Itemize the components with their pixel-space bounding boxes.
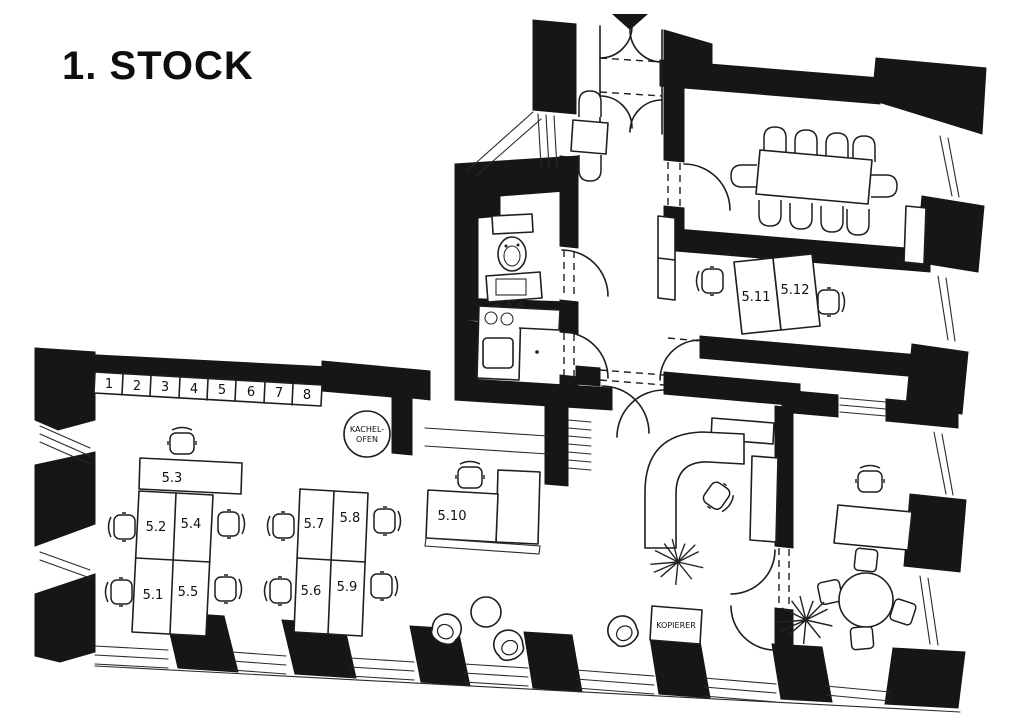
locker-8: 8 <box>303 388 311 403</box>
entrance-double-door <box>599 25 663 135</box>
conference-table <box>755 149 873 205</box>
desk-label-5-9: 5.9 <box>337 580 358 595</box>
toilet-tank <box>491 213 534 235</box>
stove-burner <box>500 312 514 326</box>
desk-cluster-a: 5.3 5.2 5.4 5.1 5.5 <box>104 426 246 637</box>
desk-label-5-3: 5.3 <box>162 471 183 486</box>
locker-5: 5 <box>218 383 226 398</box>
stove-burner <box>484 311 498 325</box>
divider-doors <box>730 548 790 651</box>
hall-double-door <box>599 369 665 438</box>
hall-table <box>570 119 609 155</box>
hall-cabinets <box>657 215 676 301</box>
curved-desk <box>644 431 745 549</box>
desk <box>833 504 913 551</box>
sideboard <box>903 205 927 265</box>
desk-cluster-b: 5.7 5.8 5.6 5.9 <box>263 488 402 637</box>
copier-label: KOPIERER <box>656 621 696 630</box>
walls <box>34 19 987 709</box>
desk-label-5-2: 5.2 <box>146 520 167 535</box>
kitchen-sink <box>482 337 514 369</box>
kitchen-door-arc <box>561 331 609 379</box>
locker-row: 1 2 3 4 5 6 7 8 <box>93 371 323 407</box>
copier: KOPIERER <box>649 605 703 645</box>
conference-door-arc <box>683 163 731 211</box>
lounge-area <box>426 596 529 666</box>
wc-door-arc <box>561 249 609 297</box>
facade-edge <box>94 665 961 713</box>
wc-fixtures <box>485 213 543 309</box>
desk-5-10: 5.10 <box>424 427 549 555</box>
desk-label-5-11: 5.11 <box>742 290 771 305</box>
office-door-arc <box>659 339 701 381</box>
desk-label-5-10: 5.10 <box>438 509 467 524</box>
locker-2: 2 <box>133 379 141 394</box>
desk-label-5-5: 5.5 <box>178 585 199 600</box>
desk-label-5-6: 5.6 <box>301 584 322 599</box>
hall-table-set <box>570 90 609 182</box>
desk-label-5-4: 5.4 <box>181 517 202 532</box>
entrance-arrow-icon <box>612 14 648 30</box>
locker-1: 1 <box>105 377 113 392</box>
locker-6: 6 <box>247 385 255 400</box>
locker-3: 3 <box>161 380 169 395</box>
washbasin <box>485 271 543 303</box>
desk-label-5-8: 5.8 <box>340 511 361 526</box>
locker-7: 7 <box>275 386 283 401</box>
side-table <box>470 596 502 628</box>
right-room <box>776 464 918 651</box>
windows <box>39 111 960 703</box>
desk-label-5-1: 5.1 <box>143 588 164 603</box>
middle-room: KOPIERER <box>601 417 779 653</box>
round-table <box>838 572 894 628</box>
tiled-stove: KACHEL- OFEN <box>343 410 391 458</box>
tall-shelf <box>749 455 779 543</box>
stove-label-line2: OFEN <box>356 435 378 444</box>
conference-set <box>730 126 927 265</box>
page-title: 1. STOCK <box>62 44 254 88</box>
radiator <box>567 419 592 471</box>
desk-label-5-12: 5.12 <box>781 283 810 298</box>
kitchenette <box>476 305 561 381</box>
desk-cluster-c: 5.11 5.12 <box>695 253 846 335</box>
locker-4: 4 <box>190 382 198 397</box>
desk-label-5-7: 5.7 <box>304 517 325 532</box>
stove-label-line1: KACHEL- <box>350 425 384 434</box>
